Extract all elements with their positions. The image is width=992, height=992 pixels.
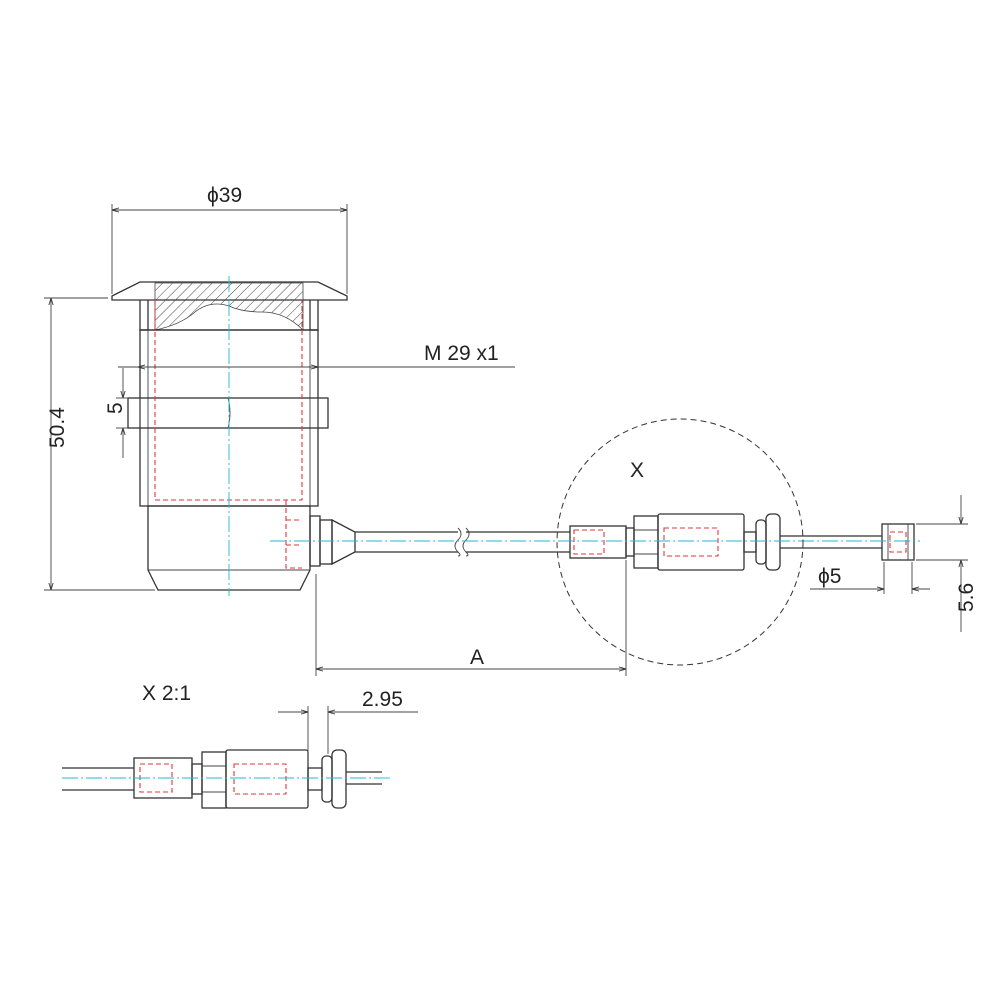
dim-5-label: 5: [104, 402, 127, 414]
detail-circle: [556, 418, 804, 666]
detail-marker-label: X: [630, 459, 644, 482]
dimensions: [44, 204, 968, 676]
height-50-4-label: 50.4: [46, 407, 69, 448]
dim-a-label: A: [470, 646, 484, 669]
diameter-5-label: ϕ5: [818, 565, 841, 588]
cable-assembly: [270, 513, 920, 571]
dim-2-95-label: 2.95: [362, 688, 403, 711]
diameter-39-label: ϕ39: [207, 184, 242, 207]
detail-scale-label: X 2:1: [142, 682, 191, 705]
dim-5-6-label: 5.6: [955, 583, 978, 612]
detail-view: [62, 706, 418, 809]
fitting-body: [111, 276, 348, 596]
thread-label: M 29 x1: [424, 342, 499, 365]
